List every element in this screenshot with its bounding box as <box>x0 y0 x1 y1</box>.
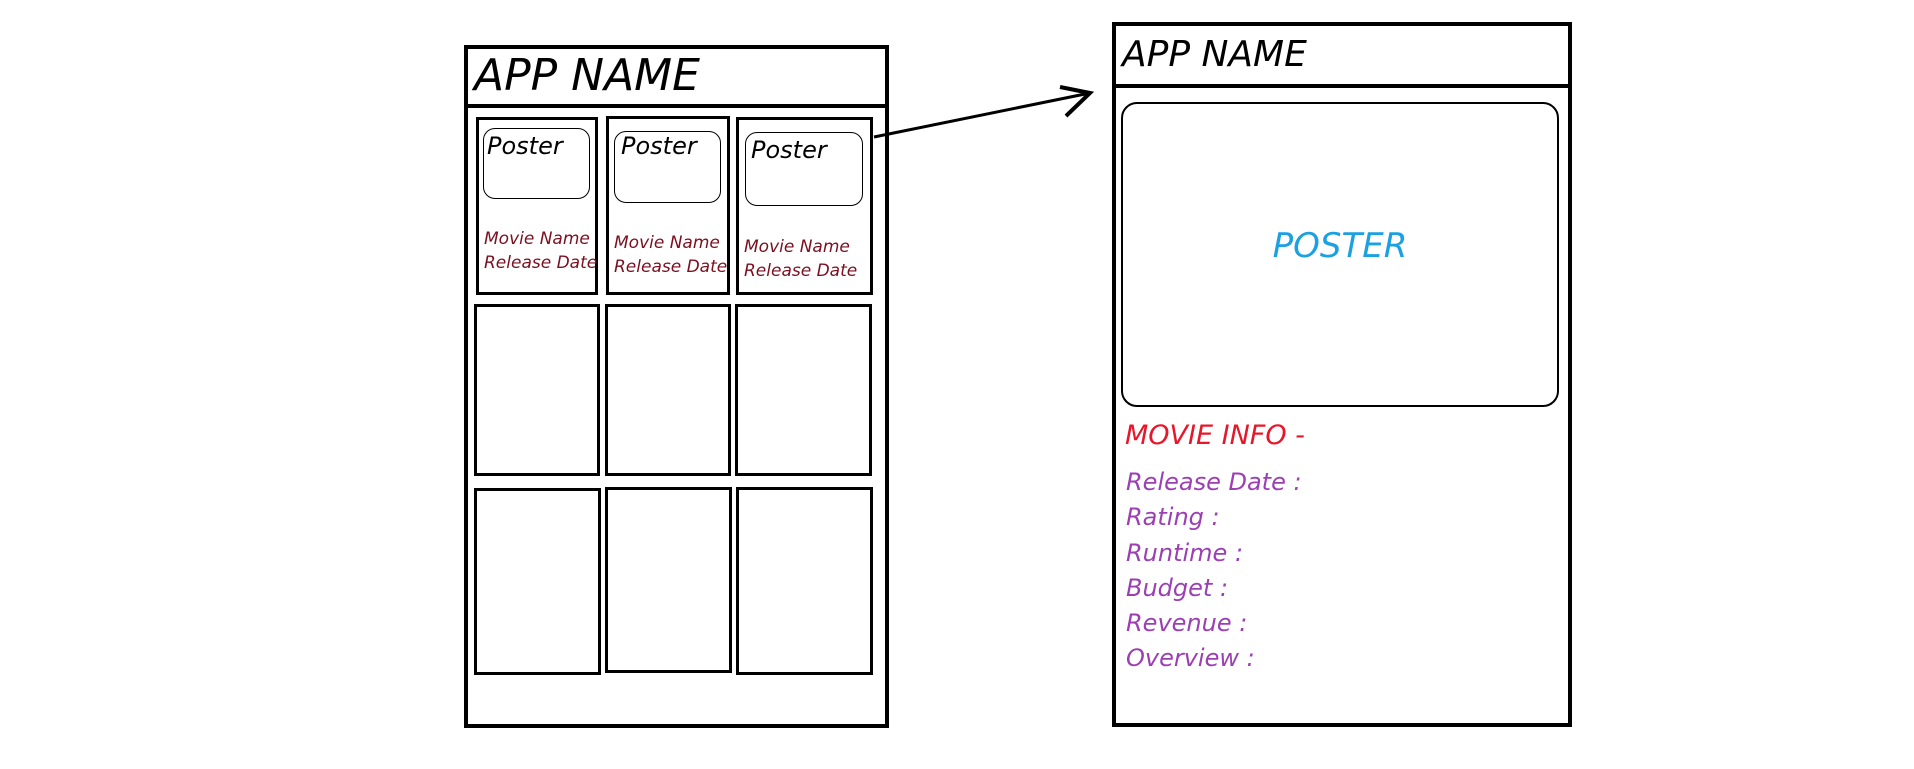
detail-poster-label: POSTER <box>1272 226 1408 266</box>
detail-app-title: APP NAME <box>1122 34 1307 75</box>
list-app-title: APP NAME <box>474 50 700 101</box>
movie-card-poster-label: Poster <box>621 132 697 160</box>
movie-card[interactable] <box>606 116 730 295</box>
movie-card-name: Movie Name <box>744 237 850 257</box>
movie-card-empty[interactable] <box>474 488 601 675</box>
movie-card[interactable] <box>736 117 873 295</box>
info-rating: Rating : <box>1126 503 1220 531</box>
movie-card-release-date: Release Date <box>614 257 728 277</box>
movie-card-empty[interactable] <box>735 304 872 476</box>
info-release-date: Release Date : <box>1126 468 1302 496</box>
info-revenue: Revenue : <box>1126 609 1248 637</box>
movie-card[interactable] <box>476 117 598 295</box>
info-budget: Budget : <box>1126 574 1229 602</box>
movie-card-empty[interactable] <box>474 304 600 476</box>
movie-list-screen <box>464 45 889 728</box>
movie-card-poster-label: Poster <box>487 132 563 160</box>
movie-card-release-date: Release Date <box>484 253 598 273</box>
movie-card-release-date: Release Date <box>744 261 858 281</box>
info-runtime: Runtime : <box>1126 539 1244 567</box>
movie-card-poster[interactable] <box>614 131 721 203</box>
movie-card-name: Movie Name <box>484 229 590 249</box>
movie-card-poster-label: Poster <box>751 136 827 164</box>
movie-card-empty[interactable] <box>605 487 732 673</box>
movie-card-empty[interactable] <box>736 487 873 675</box>
movie-card-poster[interactable] <box>745 132 863 206</box>
movie-info-heading: MOVIE INFO - <box>1125 420 1305 451</box>
detail-screen-header <box>1112 22 1572 88</box>
info-overview: Overview : <box>1126 644 1255 672</box>
detail-poster <box>1121 102 1559 407</box>
movie-card-poster[interactable] <box>483 128 590 199</box>
movie-card-name: Movie Name <box>614 233 720 253</box>
list-screen-header <box>464 45 889 108</box>
movie-card-empty[interactable] <box>605 304 731 476</box>
movie-detail-screen <box>1112 22 1572 727</box>
